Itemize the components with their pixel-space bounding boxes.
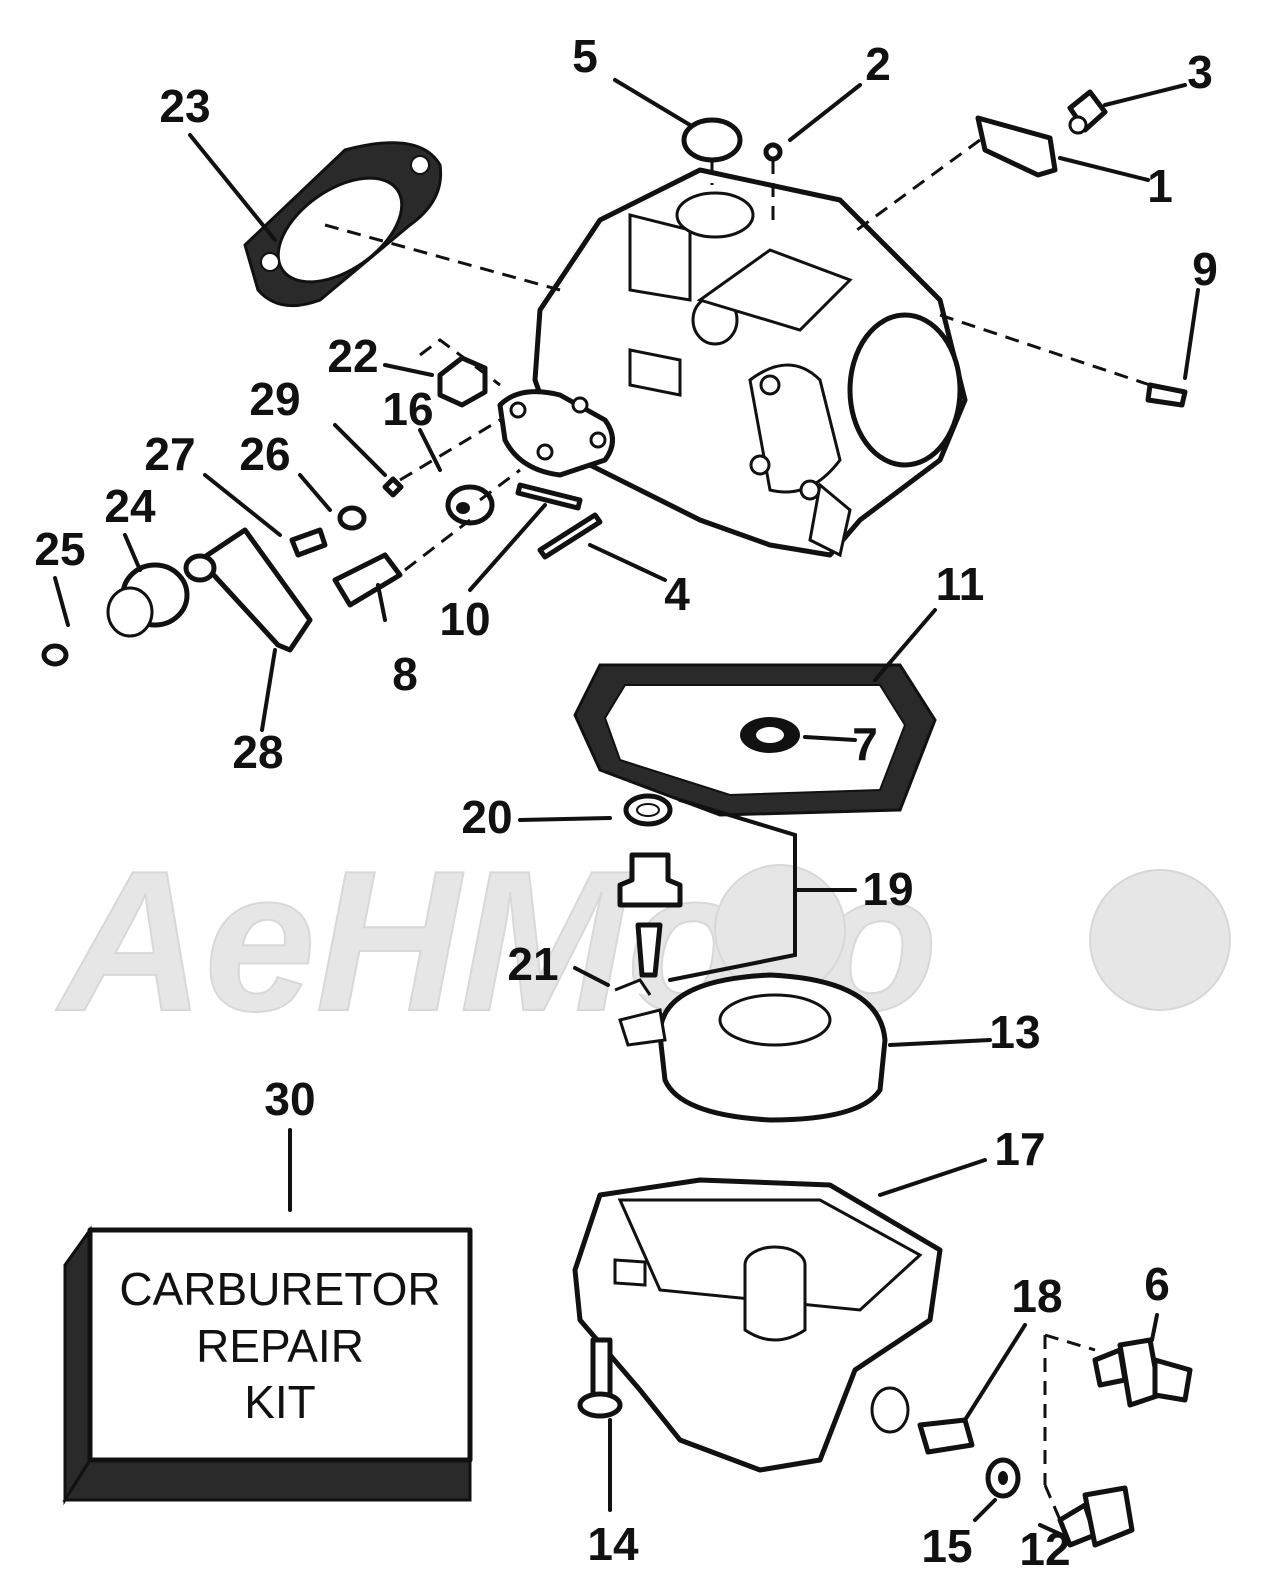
kit-line-2: REPAIR xyxy=(196,1320,364,1372)
callout-23: 23 xyxy=(159,80,210,132)
part-10-pin xyxy=(515,482,583,511)
part-11-gasket xyxy=(573,663,937,817)
part-17-float-bowl xyxy=(572,1177,943,1473)
part-9-screw xyxy=(1145,382,1188,408)
callout-4: 4 xyxy=(664,568,690,620)
part-25-oring xyxy=(41,643,69,667)
callout-21: 21 xyxy=(507,938,558,990)
callout-16: 16 xyxy=(382,383,433,435)
callout-3: 3 xyxy=(1187,46,1213,98)
part-24-sleeve xyxy=(106,562,190,638)
part-4-screw xyxy=(537,512,603,560)
callout-28: 28 xyxy=(232,726,283,778)
kit-box-front xyxy=(87,1227,473,1463)
part-27-screw xyxy=(289,527,328,558)
part-28-throttle-lever xyxy=(183,527,313,653)
callout-1: 1 xyxy=(1147,160,1173,212)
callout-14: 14 xyxy=(587,1518,639,1570)
callout-15: 15 xyxy=(921,1520,972,1572)
watermark-wheel-icon xyxy=(1089,869,1231,1011)
part-5-plug xyxy=(681,117,743,163)
part-19-needle-seat xyxy=(617,852,683,908)
callout-6: 6 xyxy=(1144,1258,1170,1310)
part-18-jet xyxy=(917,1417,975,1455)
part-14-screw xyxy=(577,1337,623,1419)
part-20-gasket xyxy=(623,793,673,827)
callout-10: 10 xyxy=(439,593,490,645)
part-16-bushing xyxy=(445,484,495,526)
callout-13: 13 xyxy=(989,1006,1040,1058)
callout-30: 30 xyxy=(264,1073,315,1125)
callout-5: 5 xyxy=(572,30,598,82)
callout-8: 8 xyxy=(392,648,418,700)
callout-26: 26 xyxy=(239,428,290,480)
callout-11: 11 xyxy=(936,558,985,610)
leader-lines xyxy=(53,78,1200,1537)
carburetor-body xyxy=(532,167,968,558)
callout-12: 12 xyxy=(1019,1523,1070,1575)
part-6-fitting xyxy=(1092,1337,1193,1408)
part-2-ball xyxy=(763,142,783,162)
callout-7: 7 xyxy=(852,718,878,770)
part-7-washer xyxy=(740,717,800,753)
callout-29: 29 xyxy=(249,373,300,425)
callout-17: 17 xyxy=(994,1123,1045,1175)
throttle-plate xyxy=(497,389,615,478)
callout-9: 9 xyxy=(1192,243,1218,295)
kit-line-3: KIT xyxy=(244,1376,316,1428)
part-3-screw xyxy=(1067,89,1108,135)
part-23-gasket xyxy=(243,141,443,308)
callout-27: 27 xyxy=(144,428,195,480)
callout-19: 19 xyxy=(862,863,913,915)
part-30-repair-kit: CARBURETOR REPAIR KIT xyxy=(62,1225,473,1506)
part-1-bracket xyxy=(975,115,1058,178)
part-22-nut xyxy=(437,355,488,408)
part-12-screw xyxy=(1057,1485,1135,1548)
part-13-float xyxy=(618,972,888,1123)
callout-22: 22 xyxy=(327,330,378,382)
callout-25: 25 xyxy=(34,523,85,575)
callout-labels: 1 2 3 4 5 6 7 8 9 10 11 12 13 14 15 16 1… xyxy=(34,30,1217,1575)
part-15-washer xyxy=(985,1457,1021,1499)
kit-line-1: CARBURETOR xyxy=(119,1263,440,1315)
part-26-washer xyxy=(337,505,367,531)
part-29-washer-icon xyxy=(382,476,404,498)
callout-20: 20 xyxy=(461,791,512,843)
part-19-needle xyxy=(635,922,663,978)
part-21-clip xyxy=(614,978,652,996)
callout-24: 24 xyxy=(104,480,156,532)
callout-2: 2 xyxy=(865,38,891,90)
callout-18: 18 xyxy=(1011,1270,1062,1322)
alignment-lines xyxy=(324,138,1151,1521)
part-8-spring xyxy=(332,552,403,608)
